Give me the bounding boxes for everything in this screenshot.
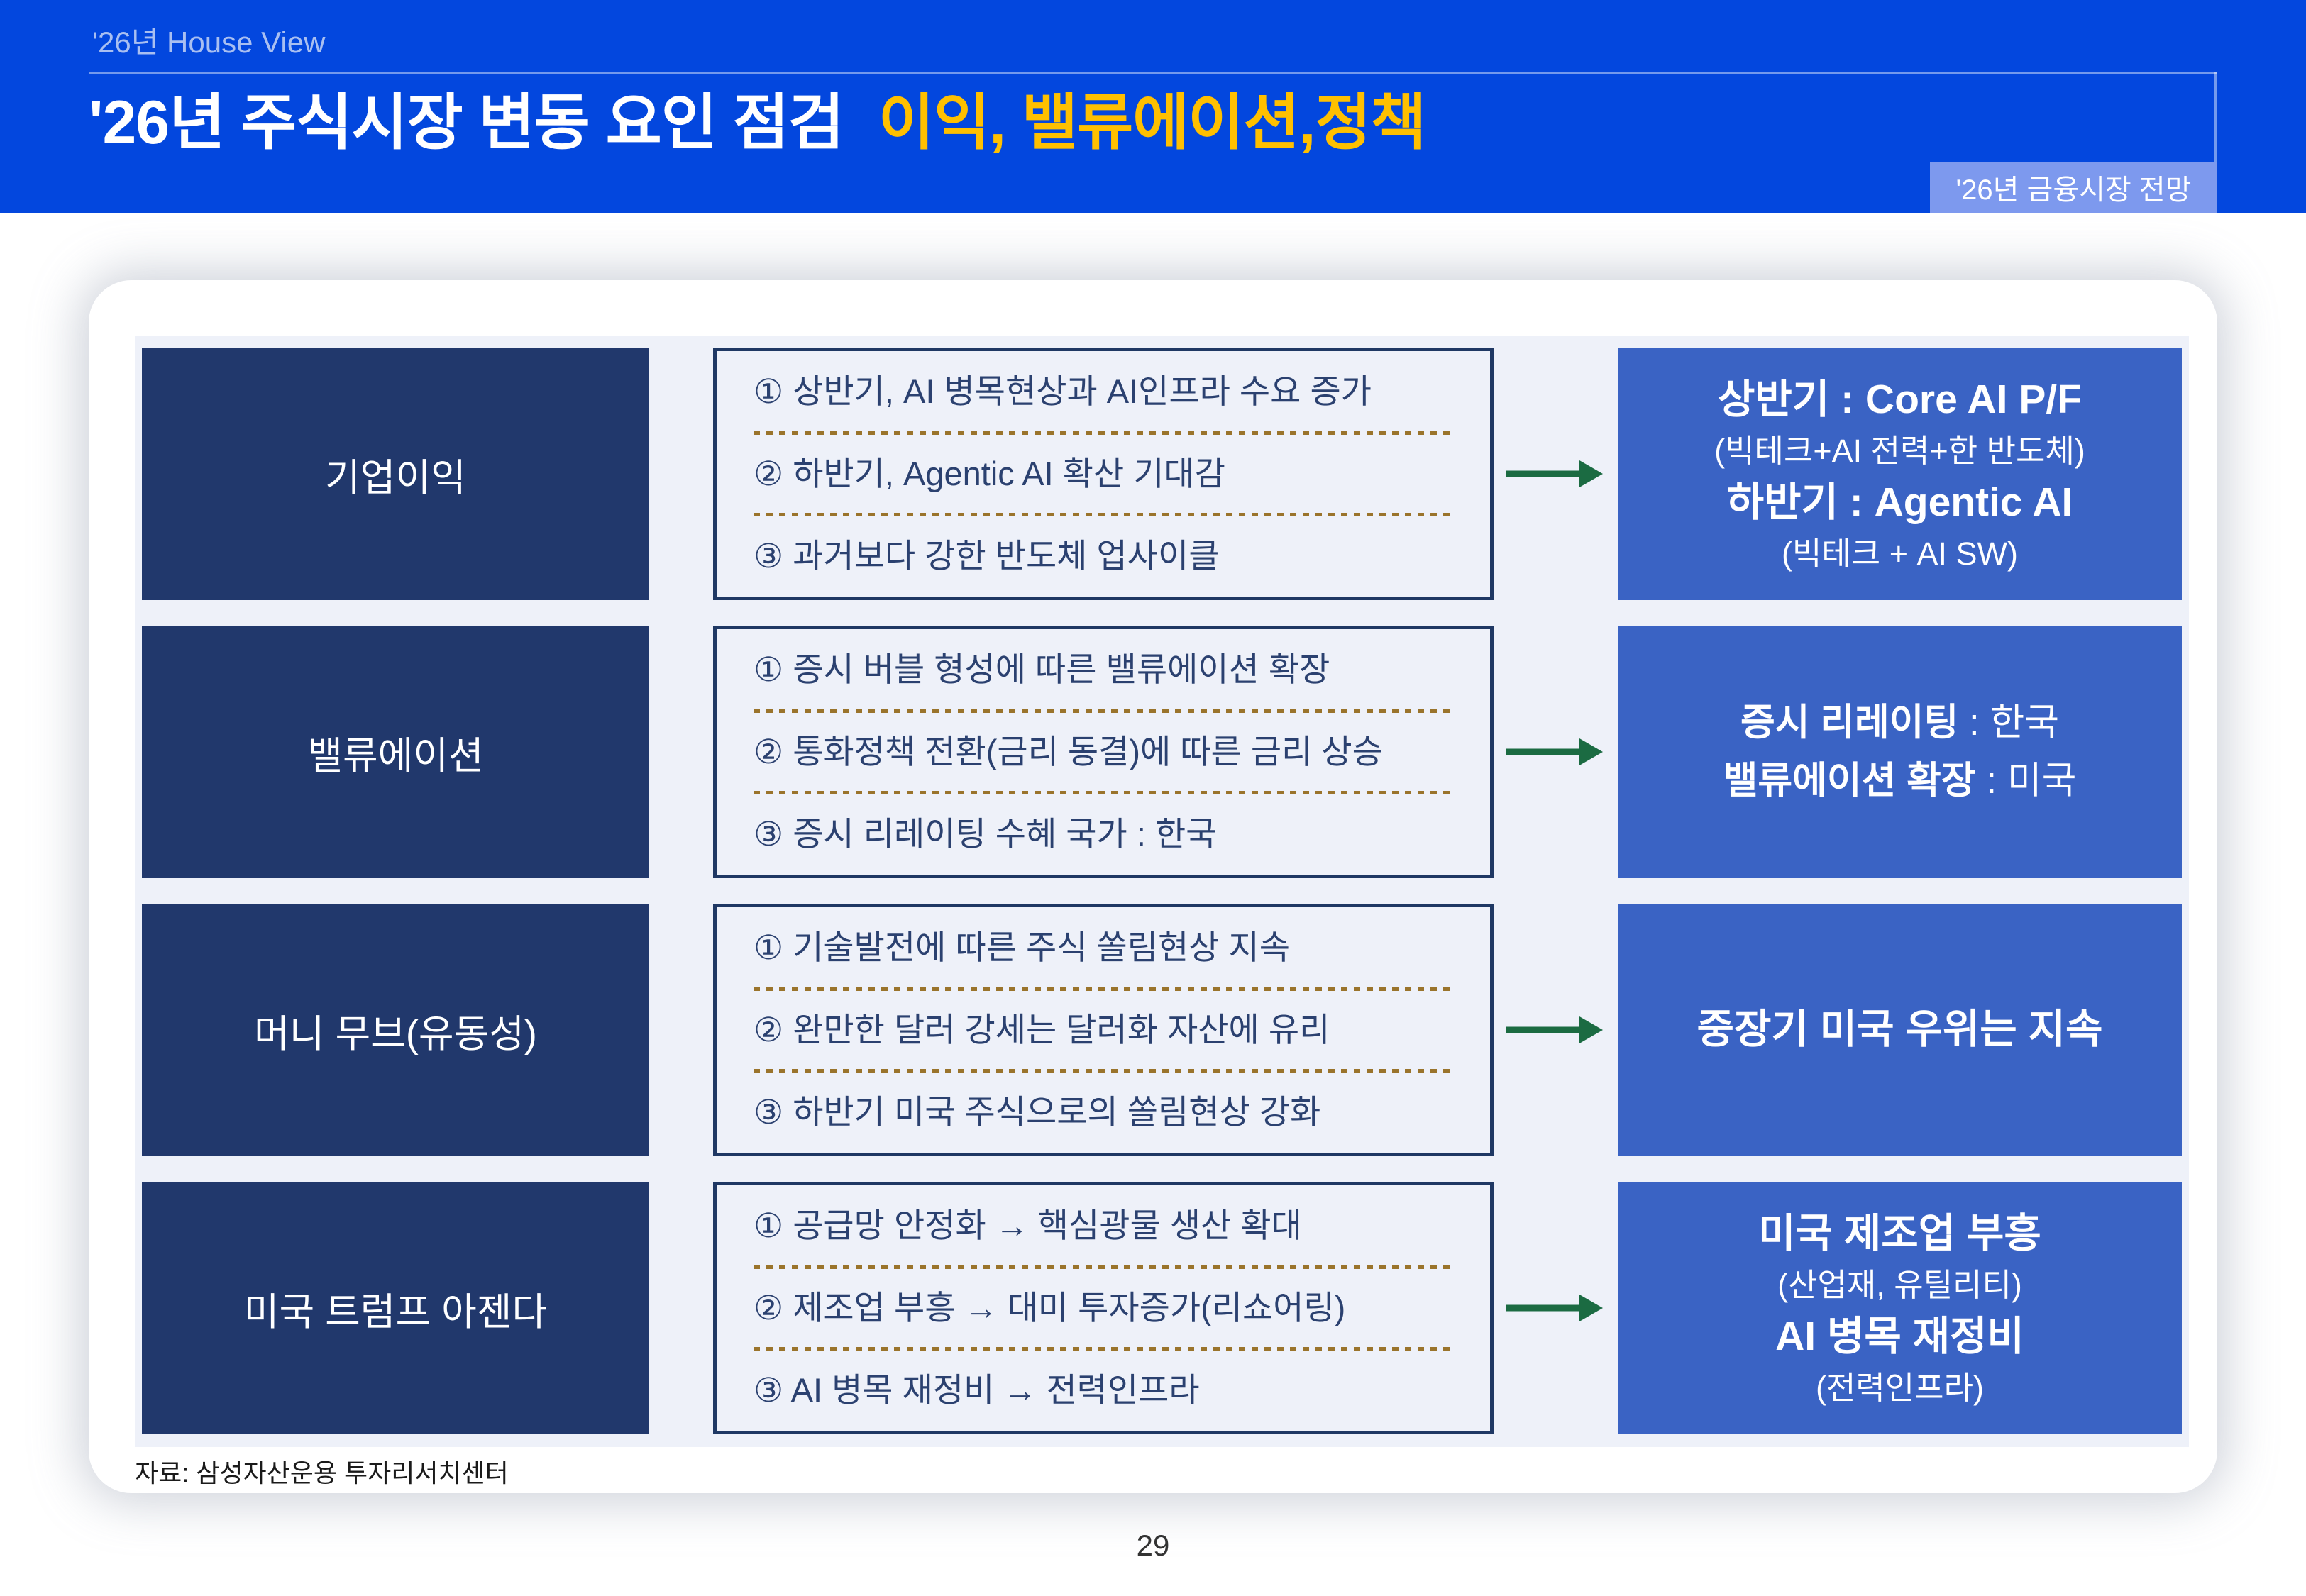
detail-box-earnings: ① 상반기, AI 병목현상과 AI인프라 수요 증가 ② 하반기, Agent… (713, 348, 1494, 600)
arrow-right-icon (1506, 1016, 1603, 1043)
dashed-separator (754, 791, 1453, 795)
result-line: 중장기 미국 우위는 지속 (1697, 1007, 2103, 1053)
detail-item: ③ 하반기 미국 주식으로의 쏠림현상 강화 (754, 1092, 1321, 1131)
arrow-cell (1504, 1182, 1604, 1434)
detail-item: ② 통화정책 전환(금리 동결)에 따른 금리 상승 (754, 732, 1383, 770)
result-line: 증시 리레이팅 : 한국 (1740, 702, 2059, 744)
arrow-cell (1504, 626, 1604, 878)
page-title-accent: 이익, 밸류에이션,정책 (878, 89, 1427, 157)
flow-row-money-move: 머니 무브(유동성) ① 기술발전에 따른 주식 쏠림현상 지속 ② 완만한 달… (142, 904, 2182, 1156)
flow-row-valuation: 밸류에이션 ① 증시 버블 형성에 따른 밸류에이션 확장 ② 통화정책 전환(… (142, 626, 2182, 878)
detail-item: ③ 과거보다 강한 반도체 업사이클 (754, 536, 1220, 575)
arrow-cell (1504, 348, 1604, 600)
header-rule (89, 72, 2217, 74)
result-line: 미국 제조업 부흥 (1758, 1210, 2041, 1256)
detail-item: ① 공급망 안정화 → 핵심광물 생산 확대 (754, 1207, 1302, 1244)
arrow-cell (1504, 904, 1604, 1156)
detail-item: ③ 증시 리레이팅 수혜 국가 : 한국 (754, 814, 1217, 853)
dashed-separator (754, 1069, 1453, 1073)
dashed-separator (754, 431, 1453, 435)
result-box-valuation: 증시 리레이팅 : 한국 밸류에이션 확장 : 미국 (1618, 626, 2182, 878)
result-line: (전력인프라) (1816, 1370, 1984, 1407)
flow-row-trump-agenda: 미국 트럼프 아젠다 ① 공급망 안정화 → 핵심광물 생산 확대 ② 제조업 … (142, 1182, 2182, 1434)
detail-box-trump-agenda: ① 공급망 안정화 → 핵심광물 생산 확대 ② 제조업 부흥 → 대미 투자증… (713, 1182, 1494, 1434)
result-line: (빅테크 + AI SW) (1782, 536, 2018, 572)
detail-item: ② 제조업 부흥 → 대미 투자증가(리쇼어링) (754, 1288, 1346, 1326)
label-box-trump-agenda: 미국 트럼프 아젠다 (142, 1182, 649, 1434)
header-badge: '26년 금융시장 전망 (1930, 162, 2217, 213)
result-line: (빅테크+AI 전력+한 반도체) (1714, 433, 2085, 469)
detail-item: ① 기술발전에 따른 주식 쏠림현상 지속 (754, 929, 1291, 966)
result-box-trump-agenda: 미국 제조업 부흥 (산업재, 유틸리티) AI 병목 재정비 (전력인프라) (1618, 1182, 2182, 1434)
detail-item: ③ AI 병목 재정비 → 전력인프라 (754, 1370, 1200, 1409)
source-note: 자료: 삼성자산운용 투자리서치센터 (135, 1458, 509, 1487)
result-line: 상반기 : Core AI P/F (1717, 376, 2082, 422)
dashed-separator (754, 1347, 1453, 1351)
dashed-separator (754, 987, 1453, 991)
label-box-money-move: 머니 무브(유동성) (142, 904, 649, 1156)
arrow-right-icon (1506, 460, 1603, 487)
detail-item: ② 완만한 달러 강세는 달러화 자산에 유리 (754, 1010, 1330, 1048)
result-line: (산업재, 유틸리티) (1777, 1267, 2022, 1303)
page-number: 29 (1136, 1529, 1170, 1562)
arrow-right-icon (1506, 738, 1603, 765)
dashed-separator (754, 513, 1453, 517)
page-title-main: '26년 주식시장 변동 요인 점검 (89, 89, 844, 157)
dashed-separator (754, 709, 1453, 713)
arrow-right-icon (1506, 1295, 1603, 1321)
result-box-earnings: 상반기 : Core AI P/F (빅테크+AI 전력+한 반도체) 하반기 … (1618, 348, 2182, 600)
result-box-money-move: 중장기 미국 우위는 지속 (1618, 904, 2182, 1156)
detail-item: ② 하반기, Agentic AI 확산 기대감 (754, 454, 1225, 492)
page-title: '26년 주식시장 변동 요인 점검 이익, 밸류에이션,정책 (89, 84, 1427, 163)
label-box-valuation: 밸류에이션 (142, 626, 649, 878)
label-box-earnings: 기업이익 (142, 348, 649, 600)
result-line: AI 병목 재정비 (1775, 1314, 2024, 1359)
detail-box-money-move: ① 기술발전에 따른 주식 쏠림현상 지속 ② 완만한 달러 강세는 달러화 자… (713, 904, 1494, 1156)
detail-box-valuation: ① 증시 버블 형성에 따른 밸류에이션 확장 ② 통화정책 전환(금리 동결)… (713, 626, 1494, 878)
eyebrow-text: '26년 House View (92, 26, 326, 59)
detail-item: ① 증시 버블 형성에 따른 밸류에이션 확장 (754, 650, 1330, 688)
flow-row-earnings: 기업이익 ① 상반기, AI 병목현상과 AI인프라 수요 증가 ② 하반기, … (142, 348, 2182, 600)
result-line: 하반기 : Agentic AI (1726, 480, 2073, 525)
header-rule-vertical (2214, 72, 2217, 165)
slide-header: '26년 House View '26년 주식시장 변동 요인 점검 이익, 밸… (0, 0, 2306, 213)
result-line: 밸류에이션 확장 : 미국 (1723, 760, 2077, 802)
dashed-separator (754, 1265, 1453, 1269)
detail-item: ① 상반기, AI 병목현상과 AI인프라 수요 증가 (754, 372, 1372, 410)
content-card: 기업이익 ① 상반기, AI 병목현상과 AI인프라 수요 증가 ② 하반기, … (89, 280, 2217, 1493)
flow-panel: 기업이익 ① 상반기, AI 병목현상과 AI인프라 수요 증가 ② 하반기, … (135, 336, 2189, 1447)
